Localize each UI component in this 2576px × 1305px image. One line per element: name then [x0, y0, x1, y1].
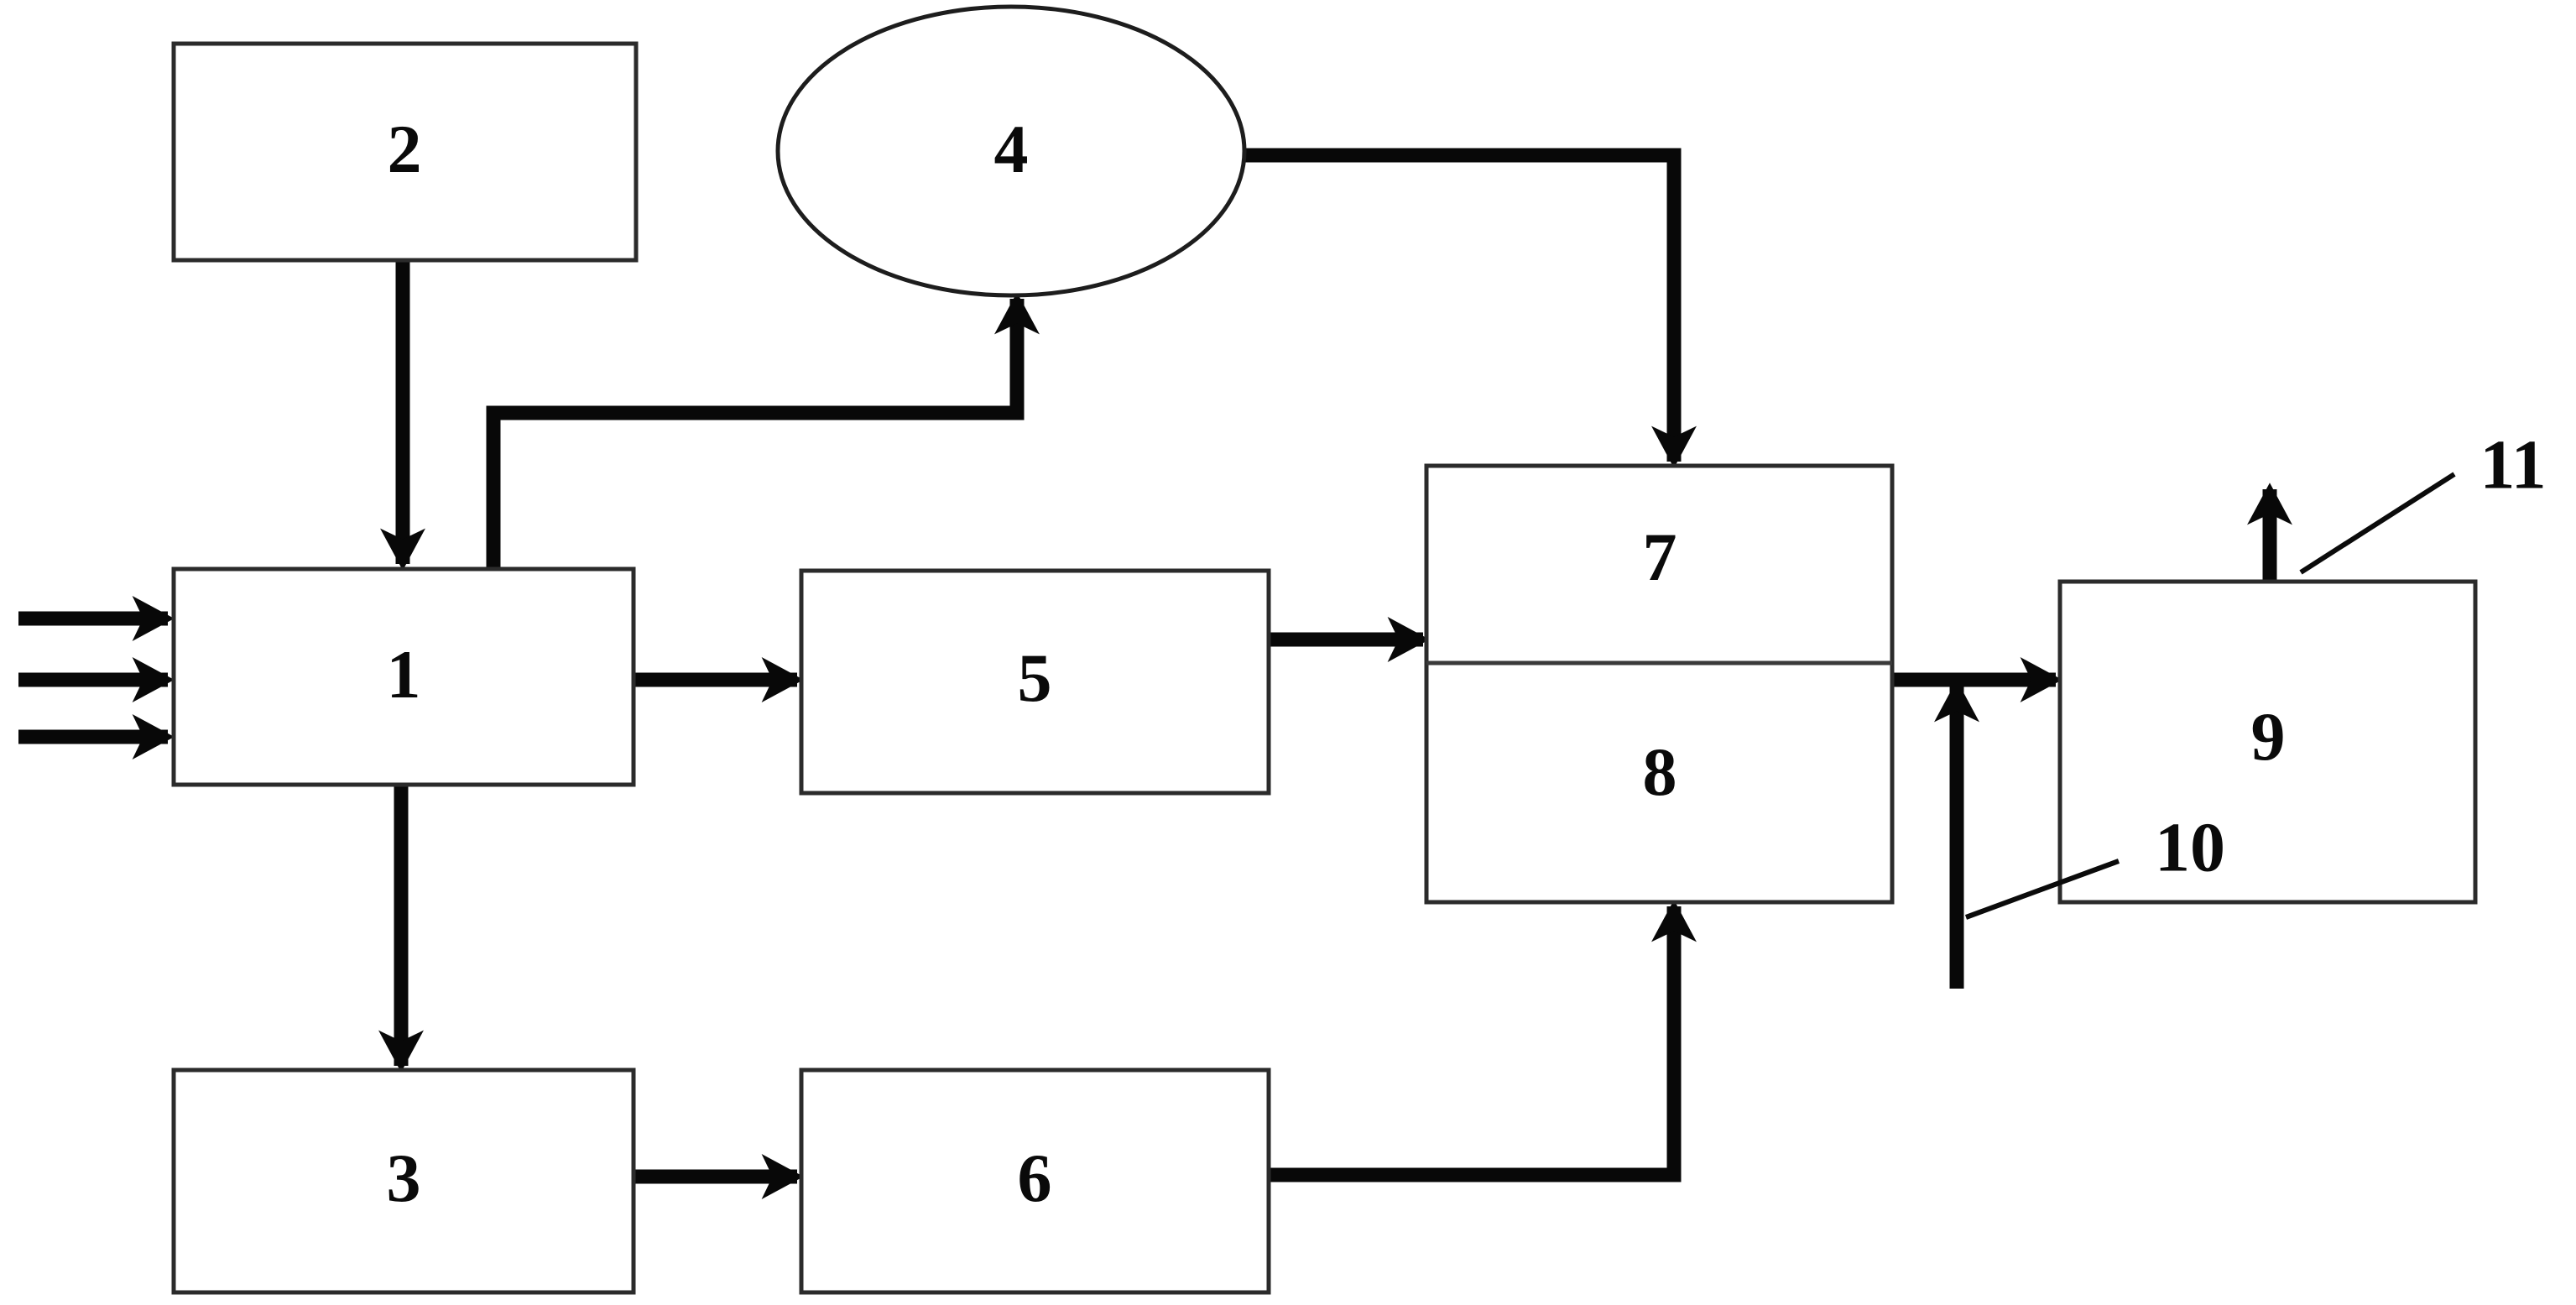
- node-4-label: 4: [994, 111, 1029, 187]
- node-2[interactable]: 2: [171, 41, 639, 263]
- callout-11-group: 11: [2299, 425, 2547, 575]
- node-9[interactable]: 9: [2057, 579, 2478, 905]
- node-9-label: 9: [2251, 698, 2286, 775]
- node-8-label: 8: [1643, 733, 1677, 810]
- callout-10-leader: [1964, 859, 2120, 920]
- node-4-ellipse[interactable]: [775, 4, 1247, 298]
- input-arrow-group: [18, 596, 175, 760]
- node-5-box[interactable]: [799, 568, 1271, 796]
- node-6-label: 6: [1018, 1140, 1052, 1216]
- node-1-label: 1: [387, 636, 421, 713]
- node-5[interactable]: 5: [799, 568, 1271, 796]
- node-3-label: 3: [387, 1140, 421, 1216]
- node-7-label: 7: [1643, 519, 1677, 595]
- callout-11-leader: [2299, 472, 2456, 575]
- callout-10-label: 10: [2155, 808, 2225, 886]
- callout-11-label: 11: [2480, 425, 2546, 504]
- node-5-label: 5: [1018, 639, 1052, 716]
- node-2-label: 2: [388, 111, 422, 187]
- edge-1-to-4: [486, 292, 1040, 569]
- node-4[interactable]: 4: [775, 4, 1247, 298]
- node-2-box[interactable]: [171, 41, 639, 263]
- edge-4-to-7: [1240, 148, 1697, 468]
- node-6-box[interactable]: [799, 1067, 1271, 1295]
- node-1[interactable]: 1: [171, 566, 636, 787]
- node-6[interactable]: 6: [799, 1067, 1271, 1295]
- node-9-box[interactable]: [2057, 579, 2478, 905]
- edge-6-to-8: [1269, 900, 1697, 1182]
- callout-10-group: 10: [1964, 808, 2225, 920]
- node-7-8-box[interactable]: [1424, 463, 1895, 905]
- node-3-box[interactable]: [171, 1067, 636, 1295]
- node-3[interactable]: 3: [171, 1067, 636, 1295]
- node-7-8-stack[interactable]: 7 8: [1424, 463, 1895, 905]
- node-1-box[interactable]: [171, 566, 636, 787]
